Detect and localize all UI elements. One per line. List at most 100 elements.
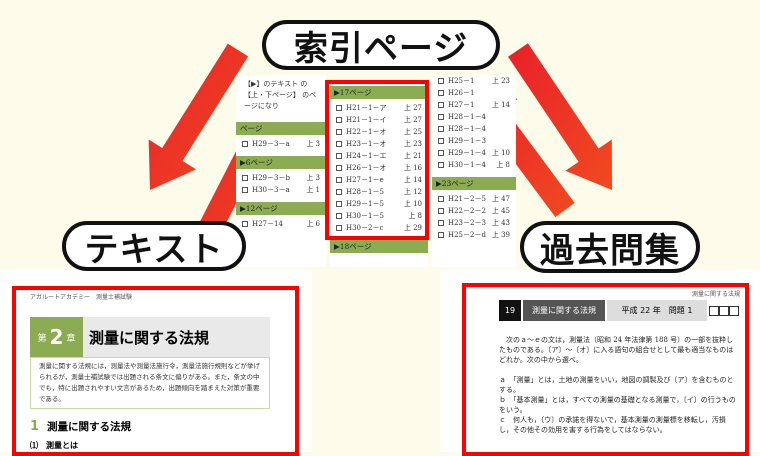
page-ref: 上 23 — [491, 77, 510, 85]
section-title: 測量に関する法規 — [47, 421, 132, 433]
checkbox[interactable] — [242, 187, 248, 193]
checkbox[interactable] — [336, 225, 342, 231]
page-ref: 上 45 — [491, 207, 510, 215]
checkbox[interactable] — [336, 117, 342, 123]
index-section-header: ▶12ページ — [236, 202, 326, 215]
page-ref: 上 3 — [306, 174, 320, 182]
checkbox[interactable] — [242, 175, 248, 181]
checkbox[interactable] — [438, 232, 444, 238]
page-ref: 上 25 — [403, 128, 422, 136]
checkbox[interactable] — [438, 208, 444, 214]
index-row: H21－1－イ上 27 — [330, 114, 428, 126]
question-code: H21－2－5 — [448, 195, 486, 203]
page-ref: 上 1 — [306, 186, 320, 194]
checkbox[interactable] — [438, 162, 444, 168]
section-number: 1 — [30, 419, 40, 434]
index-row: H27－14 上 6 — [236, 218, 326, 230]
question-code: H21－1－イ — [346, 116, 387, 124]
checkbox[interactable] — [438, 114, 444, 120]
question-year: 平成 22 年 問題 1 — [607, 300, 707, 321]
page-ref: 上 21 — [403, 152, 422, 160]
question-code: H25－2－d — [448, 231, 486, 239]
index-row: H30－3－a 上 1 — [236, 184, 326, 196]
question-code: H29－1－5 — [346, 200, 384, 208]
checkbox[interactable] — [336, 153, 342, 159]
checkbox[interactable] — [242, 221, 248, 227]
chapter-title: 測量に関する法規 — [83, 317, 270, 357]
page-ref: 上 10 — [403, 200, 422, 208]
chapter-intro: 測量に関する法規には，測量法や測量法施行令，測量法施行規則などが挙げられるが，測… — [30, 357, 270, 409]
text-header: アガルートアカデミー 測量士補試験 — [30, 294, 133, 301]
question-item-c: ｃ 何人も，〔ウ〕の承諾を得ないで，基本測量の測量標を移転し，汚損し，その他その… — [499, 416, 726, 434]
arrow-index-to-past — [508, 43, 612, 190]
label-past-exams: 過去問集 — [520, 221, 700, 273]
label-text: テキスト — [62, 221, 246, 271]
question-code: H29－1－4 — [448, 149, 486, 157]
index-row: H28－1－4 — [432, 123, 516, 135]
checkbox[interactable] — [242, 141, 248, 147]
arrow-index-to-text — [148, 43, 249, 191]
checkbox[interactable] — [336, 201, 342, 207]
checkbox[interactable] — [336, 141, 342, 147]
question-code: H30－1－4 — [448, 161, 486, 169]
question-item-b: ｂ 「基本測量」とは，すべての測量の基礎となる測量で，〔イ〕の行うものをいう。 — [499, 396, 736, 414]
page-ref: 上 16 — [403, 164, 422, 172]
past-header: 測量に関する法規 — [691, 291, 740, 298]
question-code: H22－2－2 — [448, 207, 486, 215]
question-category: 測量に関する法規 — [523, 300, 605, 321]
checkbox[interactable] — [438, 90, 444, 96]
page-ref: 上 39 — [491, 231, 510, 239]
chapter-suffix: 章 — [66, 333, 76, 344]
question-code: H29－1－3 — [448, 137, 486, 145]
page-ref: 上 29 — [403, 224, 422, 232]
checkbox[interactable] — [438, 138, 444, 144]
question-code: H26－1－オ — [346, 164, 387, 172]
question-code: H21－1－ア — [346, 104, 387, 112]
checkbox[interactable] — [336, 189, 342, 195]
checkbox[interactable] — [438, 126, 444, 132]
question-code: H28－1－5 — [346, 188, 384, 196]
checkbox[interactable] — [336, 105, 342, 111]
question-code: H30－2－c — [346, 224, 384, 232]
page-ref: 上 6 — [306, 220, 320, 228]
checkbox[interactable] — [438, 196, 444, 202]
index-row: H22－2－2 上 45 — [432, 205, 516, 217]
checkbox[interactable] — [336, 177, 342, 183]
text-highlight-box — [12, 286, 299, 456]
checkbox[interactable] — [438, 102, 444, 108]
question-code: H22－1－オ — [346, 128, 387, 136]
index-row: H29－1－5 上 10 — [330, 198, 428, 210]
index-row: H24－1－エ上 21 — [330, 150, 428, 162]
question-code: H27－1－e — [346, 176, 384, 184]
index-section-header: ページ — [236, 122, 326, 135]
subsection-title: 測量とは — [46, 441, 78, 450]
checkbox[interactable] — [438, 78, 444, 84]
index-row: H21－1－ア上 27 — [330, 102, 428, 114]
checkbox[interactable] — [336, 165, 342, 171]
checkbox[interactable] — [438, 150, 444, 156]
checkbox[interactable] — [336, 129, 342, 135]
checkbox[interactable] — [438, 220, 444, 226]
index-row: H23－1－オ上 23 — [330, 138, 428, 150]
chapter-prefix: 第 — [37, 333, 47, 344]
question-code: H28－1－4 — [448, 113, 486, 121]
check-boxes[interactable] — [709, 300, 739, 321]
index-section-header: ▶17ページ — [330, 86, 428, 99]
question-code: H30－1－5 — [346, 212, 384, 220]
index-row: H22－1－オ 上 25 — [330, 126, 428, 138]
question-bar: 19 測量に関する法規 平成 22 年 問題 1 — [499, 300, 739, 321]
question-number: 19 — [499, 300, 521, 321]
page-ref: 上 47 — [491, 195, 510, 203]
page-ref: 上 14 — [491, 101, 510, 109]
checkbox[interactable] — [336, 213, 342, 219]
question-code: H25－1 — [448, 77, 475, 85]
question-code: H27－14 — [252, 220, 283, 228]
question-code: H30－3－a — [252, 186, 290, 194]
index-section-header: ▶23ページ — [432, 177, 516, 190]
